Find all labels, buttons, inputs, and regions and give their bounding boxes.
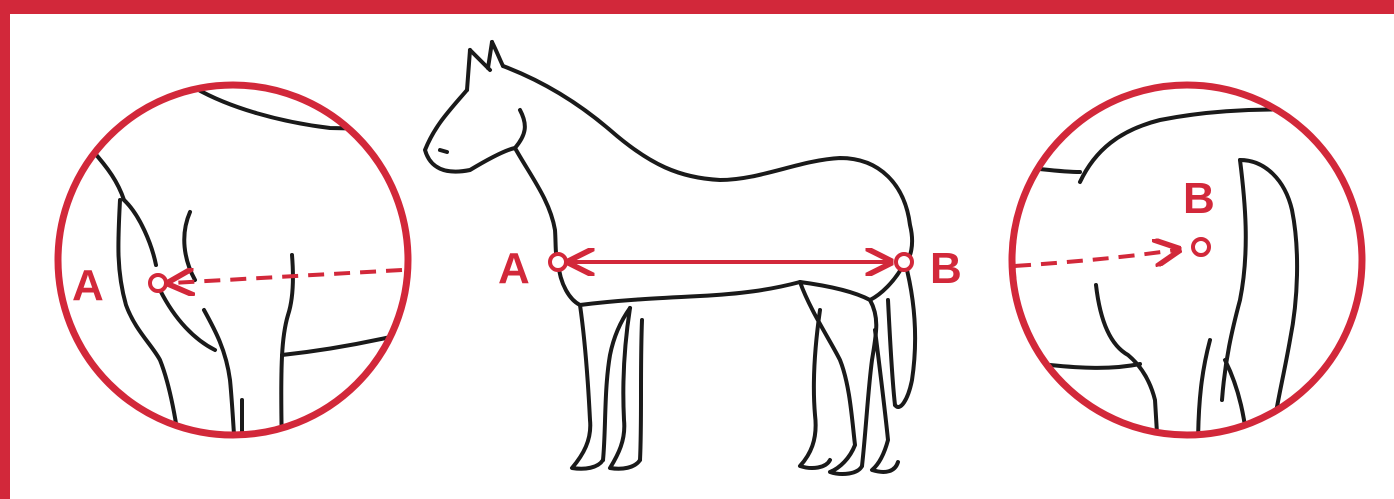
body-length-measure: A B — [498, 244, 962, 293]
rump-dashed-arrow — [1015, 250, 1176, 266]
point-b-marker-zoom — [1193, 239, 1209, 255]
point-a-marker-zoom — [150, 275, 166, 291]
chest-zoom-ring — [58, 85, 408, 435]
point-a-label-zoom: A — [72, 261, 104, 310]
point-b-label-zoom: B — [1183, 174, 1215, 223]
rump-closeup-outline — [1030, 109, 1300, 450]
rump-zoom-ring — [1012, 85, 1362, 435]
point-a-marker — [550, 254, 566, 270]
point-a-label: A — [498, 244, 530, 293]
zoom-circle-chest: A — [58, 85, 420, 450]
point-b-label: B — [930, 244, 962, 293]
chest-dashed-arrow — [172, 270, 402, 283]
chest-closeup-outline — [92, 88, 420, 450]
point-b-marker — [896, 254, 912, 270]
zoom-circle-rump: B — [1012, 85, 1362, 450]
